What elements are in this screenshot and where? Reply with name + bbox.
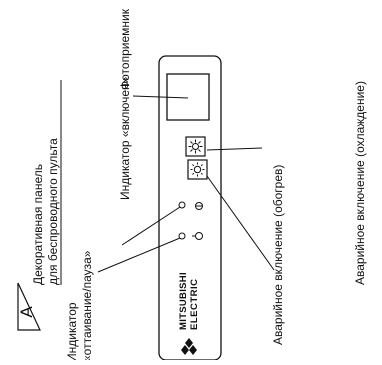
power-indicator-label: Индикатор «включен» [118,76,132,200]
triangle-marker-icon [17,282,41,331]
defrost-symbol-icon [192,232,203,240]
emergency-cool-button[interactable] [185,136,206,157]
section-title-line1: Декоративная панель [31,164,45,285]
photo-receiver-label: Фотоприемник [118,8,132,90]
sun-icon [190,162,205,177]
decorative-panel: MITSUBISHI ELECTRIC [158,55,222,361]
leader-emergency-heat [206,175,275,271]
power-led [178,201,186,209]
leader-defrost-indicator [97,237,181,273]
power-symbol-icon [195,202,203,210]
section-title-line2: для беспроводного пульта [46,138,60,285]
mitsubishi-logo: MITSUBISHI ELECTRIC [178,272,200,355]
defrost-label-line2: «оттаивание/пауза» [80,250,94,360]
brand-line2: ELECTRIC [189,279,200,331]
leader-photo-receiver [132,95,189,99]
brand-line1: MITSUBISHI [178,272,189,330]
snowflake-icon [188,139,203,154]
defrost-label-line1: Индикатор [65,302,79,360]
leader-power-indicator [121,206,181,246]
three-diamonds-logo-icon [181,338,197,355]
triangle-letter: A [17,306,36,318]
emergency-heat-button[interactable] [187,159,208,180]
leader-emergency-cool [206,147,263,151]
defrost-led [178,232,186,240]
emergency-heat-label: Аварийное включение (обогрев) [271,165,285,345]
section-marker: A [17,282,41,331]
emergency-cool-label: Аварийное включение (охлаждение) [353,81,367,285]
